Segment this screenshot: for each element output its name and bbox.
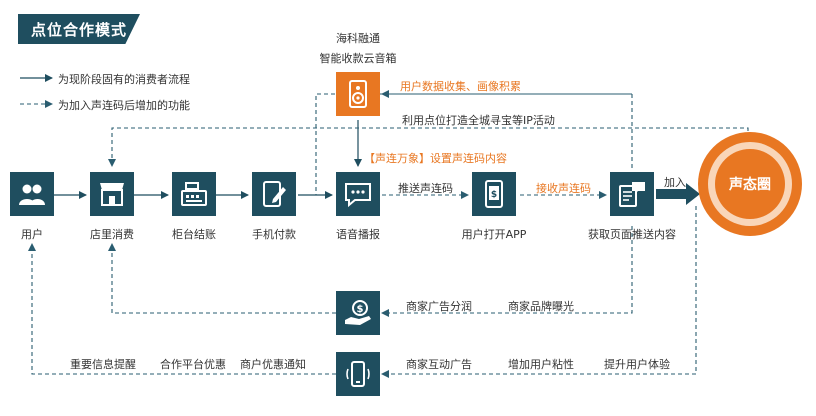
store-node xyxy=(90,172,134,216)
experience-label: 提升用户体验 xyxy=(604,358,670,371)
voice-node xyxy=(336,172,380,216)
profit-label: 商家广告分润 xyxy=(406,300,472,313)
soundlink-note: 【声连万象】设置声连码内容 xyxy=(364,150,507,166)
interactive-ad-label: 商家互动广告 xyxy=(406,358,472,371)
users-icon xyxy=(19,184,45,205)
data-collect-note: 用户数据收集、画像积累 xyxy=(400,80,521,93)
phone-edit-icon xyxy=(263,181,286,207)
receive-code-note: 接收声连码 xyxy=(536,182,591,195)
fetch-page-node xyxy=(610,172,654,216)
money-hand-icon: $ xyxy=(345,300,371,325)
fetch-page-label: 获取页面推送内容 xyxy=(588,228,676,241)
store-label: 店里消费 xyxy=(90,228,134,241)
important-reminder-label: 重要信息提醒 xyxy=(70,358,136,371)
open-app-label: 用户打开APP xyxy=(461,228,527,241)
user-label: 用户 xyxy=(21,228,43,241)
counter-node xyxy=(172,172,216,216)
speaker-icon xyxy=(349,80,367,108)
speaker-brand: 海科融通 xyxy=(336,32,380,45)
cash-register-icon xyxy=(181,182,207,206)
store-icon xyxy=(100,183,124,206)
voice-label: 语音播报 xyxy=(336,228,380,241)
speaker-name: 智能收款云音箱 xyxy=(319,52,397,65)
join-note: 加入 xyxy=(664,176,686,189)
phone-vibrate-icon xyxy=(346,361,370,387)
svg-text:$: $ xyxy=(357,304,364,315)
stickiness-label: 增加用户粘性 xyxy=(508,358,574,371)
circle-label: 声态圈 xyxy=(715,149,785,219)
merchant-notice-label: 商户优惠通知 xyxy=(240,358,306,371)
user-node xyxy=(10,172,54,216)
page-chat-icon xyxy=(619,182,645,207)
brand-label: 商家品牌曝光 xyxy=(508,300,574,313)
open-app-node: $ xyxy=(472,172,516,216)
legend-dashed-label: 为加入声连码后增加的功能 xyxy=(58,99,190,112)
app-phone-icon: $ xyxy=(485,180,503,208)
push-code-note: 推送声连码 xyxy=(398,182,453,195)
profit-node: $ xyxy=(336,291,380,335)
svg-text:$: $ xyxy=(491,190,497,200)
speech-bubble-icon xyxy=(345,183,371,208)
phone-pay-label: 手机付款 xyxy=(252,228,296,241)
sound-ecosystem-circle: 声态圈 xyxy=(698,132,802,236)
soundlink-brand: 【声连万象】 xyxy=(364,152,430,165)
join-arrow-icon xyxy=(656,183,700,205)
partner-discount-label: 合作平台优惠 xyxy=(160,358,226,371)
page-title: 点位合作模式 xyxy=(18,14,140,44)
notify-node xyxy=(336,352,380,396)
soundlink-desc: 设置声连码内容 xyxy=(430,152,507,165)
legend-solid-label: 为现阶段固有的消费者流程 xyxy=(58,73,190,86)
phone-pay-node xyxy=(252,172,296,216)
speaker-node xyxy=(336,72,380,116)
counter-label: 柜台结账 xyxy=(172,228,216,241)
city-activity-note: 利用点位打造全城寻宝等IP活动 xyxy=(402,114,555,127)
